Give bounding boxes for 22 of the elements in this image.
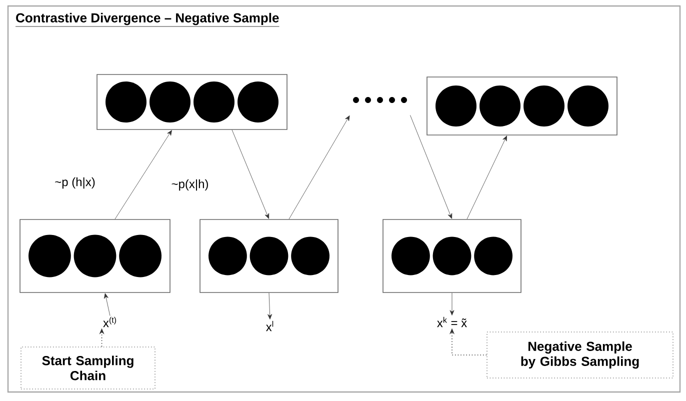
title: Contrastive Divergence – Negative Sample bbox=[15, 12, 280, 27]
edge-label: ~p(x|h) bbox=[170, 178, 210, 192]
note-box: Negative Sample by Gibbs Sampling bbox=[486, 332, 674, 378]
neuron-layer bbox=[426, 76, 618, 136]
note-box: Start Sampling Chain bbox=[20, 346, 156, 390]
edge-label: ~p (h|x) bbox=[54, 176, 96, 190]
arrow bbox=[232, 130, 270, 219]
neuron-layer bbox=[20, 219, 170, 293]
variable-label: x$^{k}$ = x̃ bbox=[437, 316, 467, 328]
variable-label: x$^{(t)}$ bbox=[103, 316, 116, 328]
arrow bbox=[268, 292, 272, 320]
neuron-layer bbox=[96, 74, 288, 130]
arrow bbox=[466, 136, 507, 220]
arrow bbox=[450, 292, 454, 316]
variable-label: x$^{l}$ bbox=[266, 320, 274, 332]
arrow bbox=[114, 130, 172, 220]
ellipsis-dots bbox=[353, 97, 407, 103]
neuron-layer bbox=[200, 219, 338, 293]
arrow bbox=[104, 293, 110, 316]
arrow bbox=[288, 115, 350, 220]
arrow bbox=[410, 115, 452, 219]
neuron-layer bbox=[382, 219, 522, 293]
